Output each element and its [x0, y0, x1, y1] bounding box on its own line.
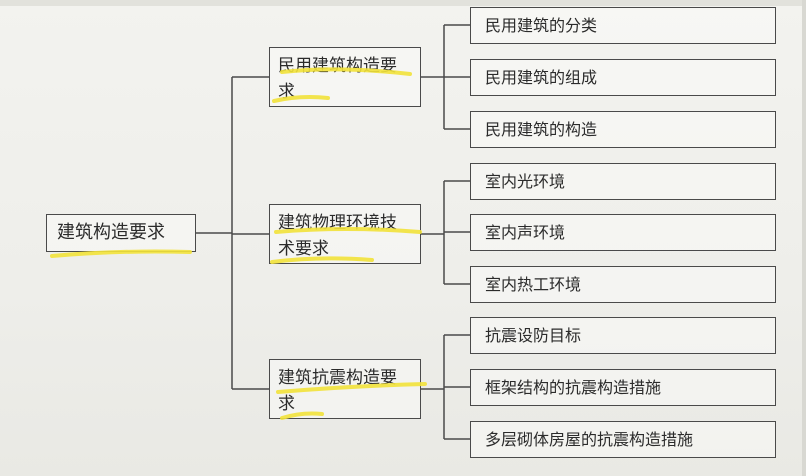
right-edge	[802, 0, 806, 476]
leaf-label: 民用建筑的组成	[485, 67, 598, 87]
leaf-label: 多层砌体房屋的抗震构造措施	[485, 429, 694, 449]
leaf-node: 框架结构的抗震构造措施	[470, 369, 776, 406]
leaf-label: 室内光环境	[485, 171, 566, 191]
leaf-node: 室内声环境	[470, 214, 776, 251]
branch-label: 建筑物理环境技术要求	[278, 213, 397, 259]
leaf-label: 民用建筑的分类	[485, 15, 598, 35]
leaf-label: 抗震设防目标	[485, 325, 582, 345]
branch-node-seismic-construction: 建筑抗震构造要求	[269, 359, 421, 419]
top-strip	[0, 0, 806, 6]
root-label: 建筑构造要求	[57, 222, 165, 243]
leaf-node: 抗震设防目标	[470, 317, 776, 354]
branch-node-physical-environment: 建筑物理环境技术要求	[269, 204, 421, 264]
leaf-node: 民用建筑的分类	[470, 7, 776, 44]
leaf-node: 室内热工环境	[470, 266, 776, 303]
leaf-label: 室内声环境	[485, 222, 566, 242]
branch-label: 建筑抗震构造要求	[278, 368, 397, 414]
leaf-label: 室内热工环境	[485, 274, 582, 294]
leaf-node: 民用建筑的构造	[470, 111, 776, 148]
leaf-node: 室内光环境	[470, 163, 776, 200]
root-node: 建筑构造要求	[46, 214, 196, 252]
leaf-node: 民用建筑的组成	[470, 59, 776, 96]
leaf-node: 多层砌体房屋的抗震构造措施	[470, 421, 776, 458]
branch-label: 民用建筑构造要求	[278, 56, 397, 102]
leaf-label: 民用建筑的构造	[485, 119, 598, 139]
leaf-label: 框架结构的抗震构造措施	[485, 377, 662, 397]
branch-node-building-construction: 民用建筑构造要求	[269, 47, 421, 107]
